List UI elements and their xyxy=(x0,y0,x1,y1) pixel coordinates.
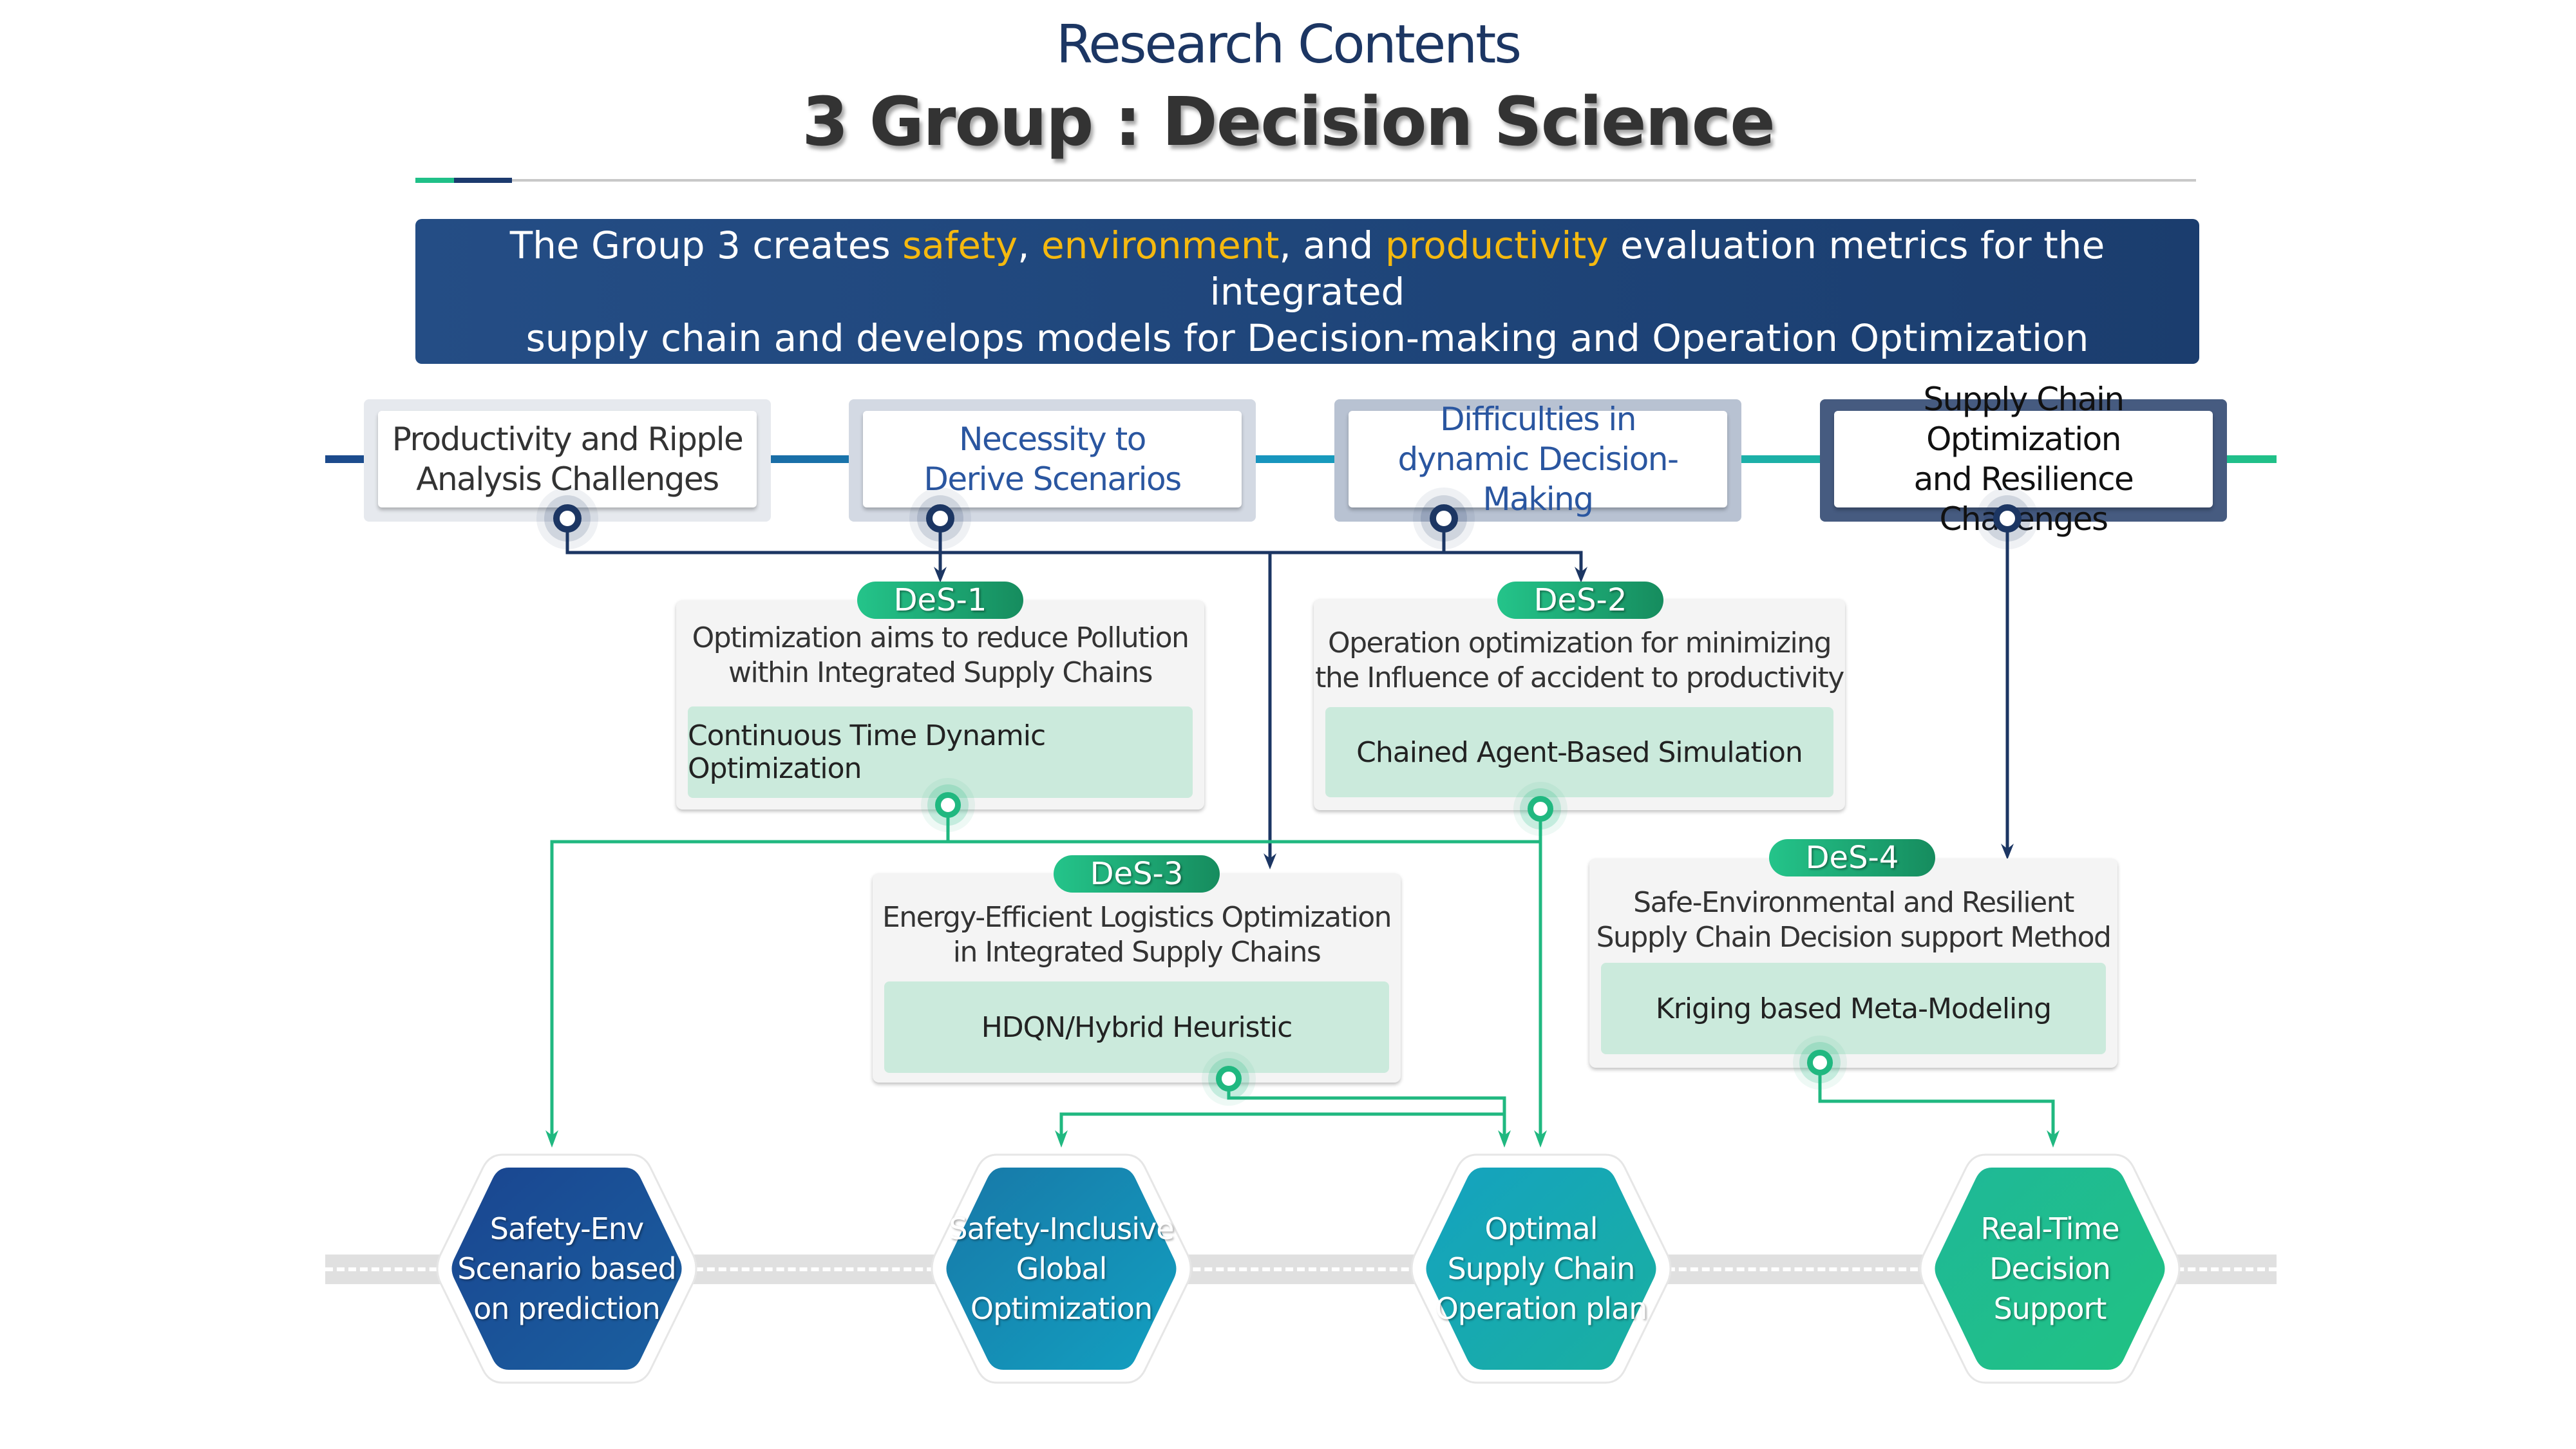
challenge-node-3 xyxy=(1430,504,1458,533)
des-description: the Influence of accident to productivit… xyxy=(1315,661,1844,694)
page-subtitle: Research Contents xyxy=(1056,14,1522,75)
banner-text-line2: supply chain and develops models for Dec… xyxy=(526,316,2089,360)
connector-green xyxy=(1818,1063,2055,1140)
outcome-label: Decision xyxy=(1989,1251,2111,1286)
outcome-label: Real-Time xyxy=(1980,1211,2119,1246)
outcome-label: Optimization xyxy=(970,1291,1153,1326)
des-description: in Integrated Supply Chains xyxy=(952,936,1321,969)
des-badge-3: DeS-3 xyxy=(1054,855,1220,893)
des-description: within Integrated Supply Chains xyxy=(728,656,1153,689)
outcome-label: Support xyxy=(1993,1291,2107,1326)
highlight-safety: safety xyxy=(902,223,1018,267)
banner-text: The Group 3 creates xyxy=(509,223,903,267)
connector-navy xyxy=(565,518,1583,576)
arrow-head xyxy=(1055,1130,1068,1148)
arrow-head xyxy=(1575,567,1587,583)
des-badge-2: DeS-2 xyxy=(1497,582,1663,619)
arrow-head xyxy=(1534,1130,1547,1148)
page-title: 3 Group : Decision Science xyxy=(802,82,1776,161)
des-node-2 xyxy=(1528,796,1553,822)
arrow-head xyxy=(1498,1130,1511,1148)
des-node-1 xyxy=(935,792,961,818)
des-node-3 xyxy=(1216,1066,1242,1092)
banner-text: , and xyxy=(1279,223,1385,267)
des-description: Optimization aims to reduce Pollution xyxy=(692,621,1189,654)
challenge-node-4 xyxy=(1993,504,2022,533)
connector-green xyxy=(1227,1077,1506,1140)
divider-accent-navy xyxy=(454,178,512,183)
outcome-label: on prediction xyxy=(473,1291,661,1326)
des-node-4 xyxy=(1807,1050,1833,1075)
challenge-title: Productivity and Ripple xyxy=(392,421,744,458)
outcome-label: Scenario based xyxy=(457,1251,676,1286)
banner-text: , xyxy=(1018,223,1041,267)
outcome-label: Safety-Env xyxy=(489,1211,644,1246)
outcome-label: Global xyxy=(1016,1251,1108,1286)
challenge-title: and Resilience Challenges xyxy=(1913,460,2134,538)
challenge-title: Difficulties in xyxy=(1440,401,1636,438)
connector-green xyxy=(948,808,1542,844)
des-badge-1: DeS-1 xyxy=(857,582,1023,619)
challenge-node-2 xyxy=(926,504,954,533)
challenge-title: Supply Chain Optimization xyxy=(1923,381,2125,458)
arrow-head xyxy=(1264,853,1276,869)
arrow-head xyxy=(2047,1130,2060,1148)
highlight-environment: environment xyxy=(1041,223,1280,267)
arrow-head xyxy=(545,1130,558,1148)
des-method: Kriging based Meta-Modeling xyxy=(1601,963,2106,1054)
outcome-label: Operation plan xyxy=(1435,1291,1648,1326)
des-description: Energy-Efficient Logistics Optimization xyxy=(882,901,1392,934)
arrow-head xyxy=(2001,844,2014,860)
des-description: Operation optimization for minimizing xyxy=(1327,627,1832,659)
challenge-node-1 xyxy=(553,504,582,533)
outcome-track-dashes xyxy=(325,1267,2277,1271)
highlight-productivity: productivity xyxy=(1385,223,1609,267)
challenge-title: Necessity to xyxy=(959,421,1146,458)
des-method: Chained Agent-Based Simulation xyxy=(1325,707,1833,797)
outcome-label: Supply Chain xyxy=(1447,1251,1636,1286)
des-description: Safe-Environmental and Resilient xyxy=(1633,886,2074,919)
outcome-label: Safety-Inclusive xyxy=(949,1211,1174,1246)
outcome-label: Optimal xyxy=(1484,1211,1598,1246)
challenge-title: dynamic Decision-Making xyxy=(1397,440,1679,518)
challenge-title: Derive Scenarios xyxy=(923,460,1182,498)
title-divider xyxy=(415,179,2196,182)
des-description: Supply Chain Decision support Method xyxy=(1596,921,2112,954)
challenge-timeline xyxy=(325,455,2277,463)
banner-text: evaluation metrics for the integrated xyxy=(1209,223,2105,314)
connector-green xyxy=(550,805,950,1137)
connector-green xyxy=(1059,1112,1504,1140)
des-badge-4: DeS-4 xyxy=(1769,839,1935,876)
des-method: HDQN/Hybrid Heuristic xyxy=(884,981,1389,1073)
challenge-title: Analysis Challenges xyxy=(416,460,719,498)
summary-banner: The Group 3 creates safety, environment,… xyxy=(415,219,2199,364)
divider-accent-green xyxy=(415,178,454,183)
arrow-head xyxy=(934,567,947,583)
des-method: Continuous Time Dynamic Optimization xyxy=(688,706,1193,798)
